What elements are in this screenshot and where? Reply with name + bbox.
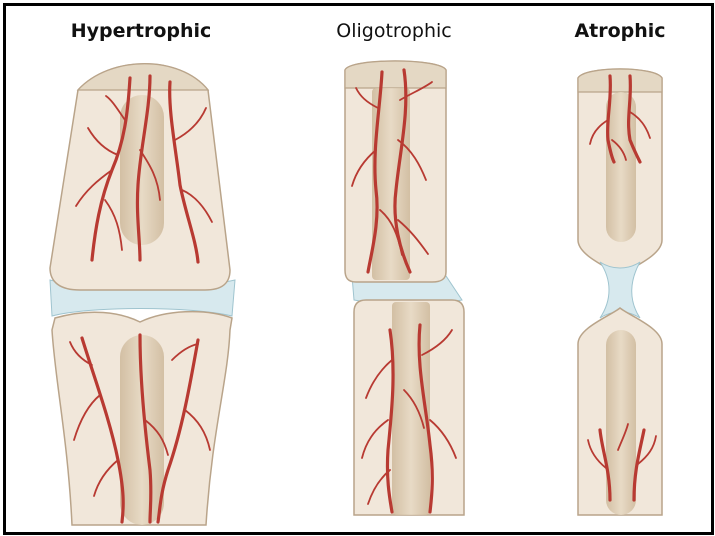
hypertrophic-panel xyxy=(50,64,235,525)
hypertrophic-upper-cap xyxy=(78,64,208,90)
atrophic-panel xyxy=(578,69,662,515)
atrophic-upper-marrow xyxy=(606,92,636,242)
oligotrophic-panel xyxy=(345,61,464,515)
oligotrophic-upper-cap xyxy=(345,61,446,88)
atrophic-upper-cap xyxy=(578,69,662,92)
